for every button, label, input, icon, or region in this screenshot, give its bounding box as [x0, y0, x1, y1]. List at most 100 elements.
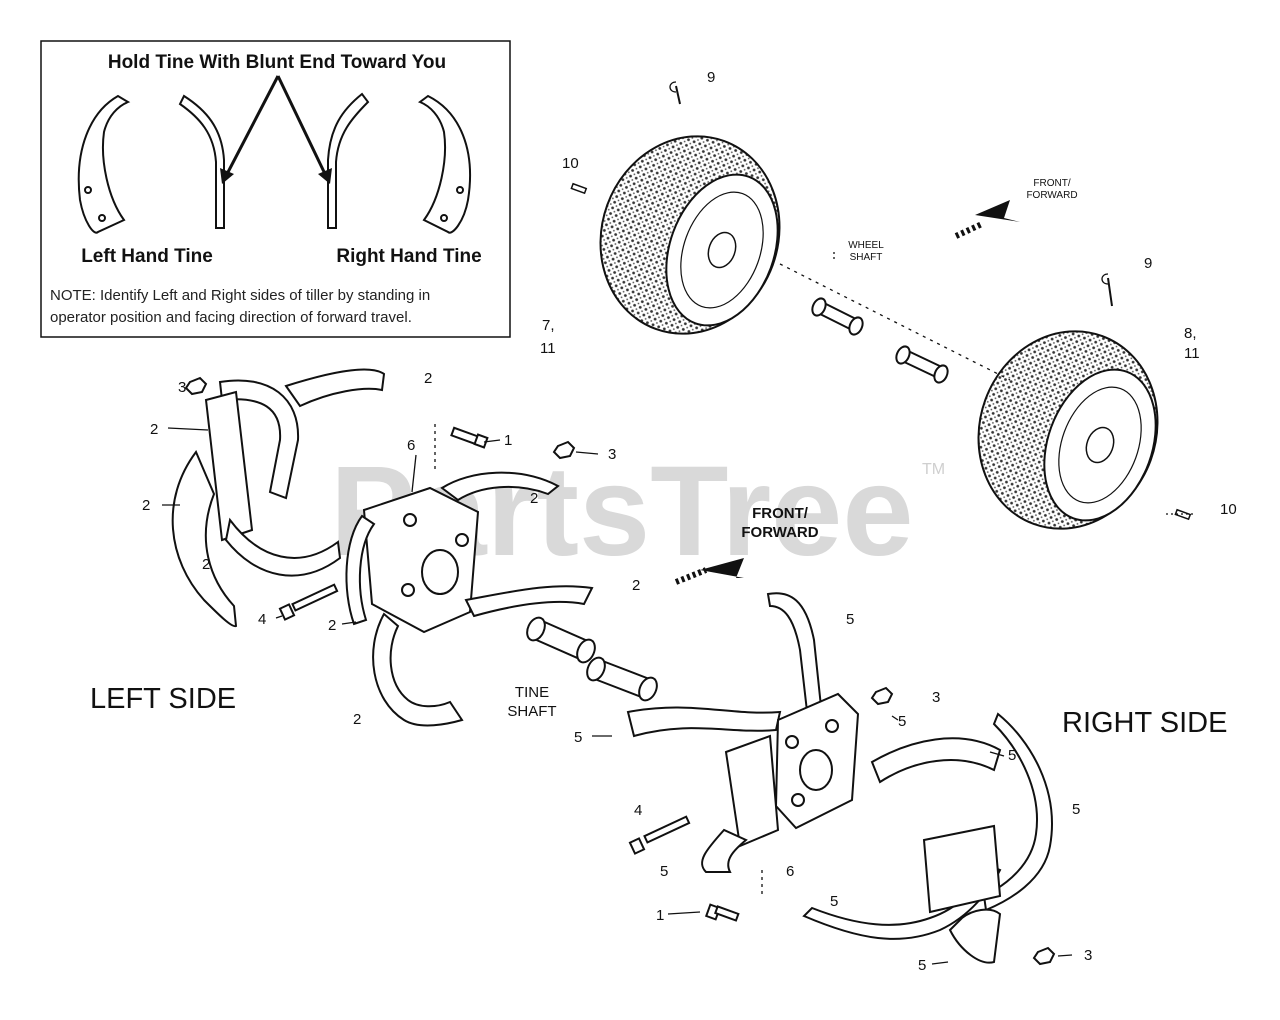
left-nut [184, 376, 208, 396]
left-hub-bore [421, 549, 459, 595]
wheel-shaft-label-1: WHEEL [848, 240, 884, 251]
callout-7: 7, [542, 317, 555, 334]
right-tine-top [766, 592, 824, 722]
right-nut-bottom [1032, 946, 1056, 966]
klik-pin-left [570, 182, 588, 195]
callout-2: 2 [632, 577, 640, 594]
callout-11: 11 [1184, 345, 1200, 362]
left-outer-tine-upper [218, 379, 300, 500]
right-hub-bore [799, 749, 833, 791]
wheel-axis-line [779, 263, 1011, 381]
left-hand-tine-label: Left Hand Tine [81, 246, 213, 267]
front-forward-arrow-mid [674, 558, 744, 585]
callout-5: 5 [574, 729, 582, 746]
left-hand-tine-edge [178, 94, 225, 229]
front-forward-top-label-2: FORWARD [1026, 190, 1077, 201]
inset-title: Hold Tine With Blunt End Toward You [108, 52, 446, 73]
left-side-tine-assembly [171, 368, 594, 727]
blunt-end-arrow-right [276, 75, 328, 177]
left-inner-tine-bottom [372, 612, 464, 727]
callout-4: 4 [258, 611, 266, 628]
left-flange-plate [204, 390, 254, 542]
tine-orientation-inset: Hold Tine With Blunt End Toward You Left… [40, 40, 511, 338]
left-hand-tine-flat [77, 94, 131, 234]
callout-5: 5 [1008, 747, 1016, 764]
left-inner-tine-right [464, 585, 594, 618]
right-tine-tip [948, 908, 1002, 964]
right-hand-tine-edge [327, 92, 370, 229]
front-forward-top-label-1: FRONT/ [1033, 178, 1070, 189]
left-side-label: LEFT SIDE [90, 683, 236, 715]
left-bolt-top [450, 426, 489, 449]
right-outer-arc [870, 737, 1002, 784]
right-inner-flange [724, 734, 780, 848]
callout-2: 2 [353, 711, 361, 728]
left-wheel-hub [707, 231, 737, 269]
right-hand-tine-label: Right Hand Tine [336, 246, 481, 267]
tine-shaft-label-1: TINE [515, 684, 549, 701]
callout-2: 2 [328, 617, 336, 634]
left-inner-tine-top [440, 471, 560, 502]
tine-hole [456, 186, 464, 194]
blunt-end-arrow-left [224, 75, 280, 177]
left-outer-tine-arc [284, 368, 386, 408]
inset-note-line1: NOTE: Identify Left and Right sides of t… [50, 287, 430, 304]
callout-5: 5 [830, 893, 838, 910]
callout-4: 4 [634, 802, 642, 819]
front-forward-mid-label-2: FORWARD [741, 524, 818, 541]
callout-9: 9 [1144, 255, 1152, 272]
arrow-head [220, 168, 234, 184]
left-curved-tine [224, 517, 342, 577]
tine-hole [84, 186, 92, 194]
left-wheel-assembly [599, 135, 781, 335]
tine-shaft-sleeves [526, 616, 658, 702]
callout-11: 11 [540, 340, 556, 357]
callout-2: 2 [142, 497, 150, 514]
tine-hole [98, 214, 106, 222]
callout-5: 5 [1072, 801, 1080, 818]
right-outer-tine-long [982, 712, 1053, 912]
right-bolt-bottom [704, 903, 740, 922]
right-nut-top [870, 686, 894, 706]
callout-5: 5 [660, 863, 668, 880]
inset-border [40, 40, 511, 338]
right-hand-tine-flat [417, 94, 472, 234]
right-wheel-assembly [977, 330, 1159, 530]
left-inner-tine-back [345, 514, 376, 626]
callout-2: 2 [202, 556, 210, 573]
callout-10: 10 [1220, 501, 1237, 518]
callout-3: 3 [178, 379, 186, 396]
tine-hole [440, 214, 448, 222]
right-tine-lower-left [701, 828, 748, 873]
callout-9: 9 [707, 69, 715, 86]
callout-1: 1 [656, 907, 664, 924]
wheel-shaft-sleeves [811, 297, 949, 384]
left-nut-top [552, 440, 576, 460]
callout-3: 3 [608, 446, 616, 463]
hitch-pin-top [669, 81, 681, 105]
tine-shaft-label-2: SHAFT [507, 703, 556, 720]
callout-1: 1 [504, 432, 512, 449]
callout-10: 10 [562, 155, 579, 172]
callout-5: 5 [846, 611, 854, 628]
wheel-shaft-label-2: SHAFT [850, 252, 883, 263]
front-forward-arrow-top [954, 200, 1020, 239]
front-forward-mid-label-1: FRONT/ [752, 505, 809, 522]
callout-6: 6 [407, 437, 415, 454]
callout-3: 3 [1084, 947, 1092, 964]
callout-5: 5 [898, 713, 906, 730]
left-bolt-long [278, 583, 339, 621]
right-wheel-hub [1085, 426, 1115, 464]
callout-2: 2 [424, 370, 432, 387]
hitch-pin-right [1101, 273, 1113, 307]
watermark-tm: TM [922, 461, 945, 478]
leader-lines [162, 252, 1194, 965]
callout-5: 5 [918, 957, 926, 974]
right-bolt-long [628, 815, 691, 855]
callout-6: 6 [786, 863, 794, 880]
inset-note-line2: operator position and facing direction o… [50, 309, 412, 326]
arrow-head [318, 168, 332, 184]
right-tine-left [626, 706, 782, 738]
callout-3: 3 [932, 689, 940, 706]
